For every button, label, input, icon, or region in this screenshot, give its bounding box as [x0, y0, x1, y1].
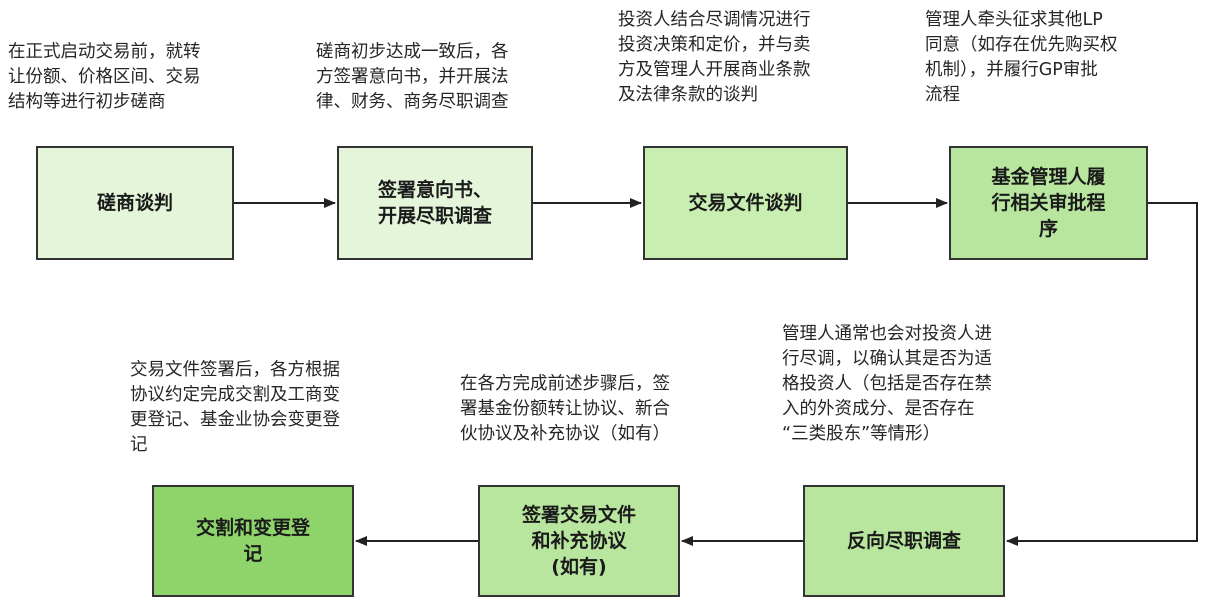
step-2-note: 磋商初步达成一致后，各 方签署意向书，并开展法 律、财务、商务尽职调查 [316, 42, 509, 112]
step-7-box: 交割和变更登 记 [152, 485, 354, 597]
step-7-note: 交易文件签署后，各方根据 协议约定完成交割及工商变 更登记、基金业协会变更登 记 [130, 360, 340, 455]
step-4-note: 管理人牵头征求其他LP 同意（如存在优先购买权 机制），并履行GP审批 流程 [925, 10, 1118, 105]
step-4-box: 基金管理人履 行相关审批程 序 [949, 146, 1148, 260]
step-2-box: 签署意向书、 开展尽职调查 [337, 146, 533, 260]
step-3-note: 投资人结合尽调情况进行 投资决策和定价，并与卖 方及管理人开展商业条款 及法律条… [618, 10, 811, 105]
step-6-box: 签署交易文件 和补充协议 (如有) [478, 485, 680, 597]
step-1-box: 磋商谈判 [36, 146, 234, 260]
step-5-box: 反向尽职调查 [803, 485, 1005, 597]
step-3-box: 交易文件谈判 [643, 146, 848, 260]
step-6-note: 在各方完成前述步骤后，签 署基金份额转让协议、新合 伙协议及补充协议（如有） [460, 374, 670, 444]
step-5-note: 管理人通常也会对投资人进 行尽调，以确认其是否为适 格投资人（包括是否存在禁 入… [782, 324, 992, 444]
step-1-note: 在正式启动交易前，就转 让份额、价格区间、交易 结构等进行初步磋商 [8, 42, 201, 112]
arrow-4-to-5 [1006, 202, 1198, 546]
